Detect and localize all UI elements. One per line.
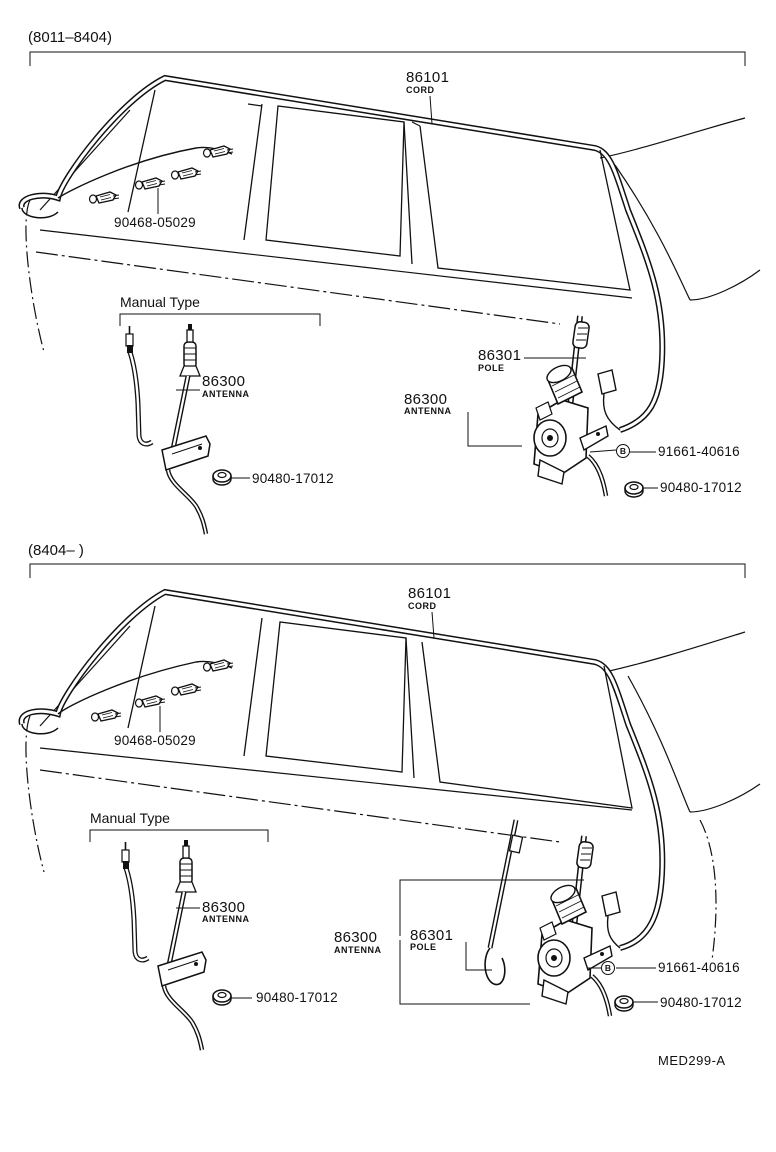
bolt-part-number: 91661-40616 — [658, 444, 740, 459]
bolt-marker: B — [601, 961, 615, 975]
manual-type-title: Manual Type — [120, 294, 200, 310]
pole-name: POLE — [410, 942, 437, 952]
power-nut-part-number: 90480-17012 — [660, 995, 742, 1010]
manual-antenna-part-number: 86300 — [202, 373, 246, 390]
cord-name: CORD — [408, 601, 437, 611]
power-antenna-name: ANTENNA — [404, 406, 452, 416]
diagram-code: MED299-A — [658, 1053, 726, 1068]
manual-nut-part-number: 90480-17012 — [256, 990, 338, 1005]
cord-name: CORD — [406, 85, 435, 95]
pole-part-number: 86301 — [478, 347, 522, 364]
manual-nut-part-number: 90480-17012 — [252, 471, 334, 486]
section-header: (8011–8404) — [28, 29, 112, 46]
clip-part-number: 90468-05029 — [114, 215, 196, 230]
power-antenna-name: ANTENNA — [334, 945, 382, 955]
section-early-drawing — [18, 51, 761, 534]
clip-part-number: 90468-05029 — [114, 733, 196, 748]
power-nut-part-number: 90480-17012 — [660, 480, 742, 495]
manual-antenna-name: ANTENNA — [202, 389, 250, 399]
section-late-drawing — [18, 563, 761, 1050]
bolt-marker: B — [616, 444, 630, 458]
pole-name: POLE — [478, 363, 505, 373]
section-header: (8404– ) — [28, 542, 84, 559]
pole-part-number: 86301 — [410, 927, 454, 944]
manual-type-title: Manual Type — [90, 810, 170, 826]
cord-part-number: 86101 — [408, 585, 452, 602]
bolt-part-number: 91661-40616 — [658, 960, 740, 975]
cord-part-number: 86101 — [406, 69, 450, 86]
power-antenna-part-number: 86300 — [404, 391, 448, 408]
power-antenna-part-number: 86300 — [334, 929, 378, 946]
manual-antenna-name: ANTENNA — [202, 914, 250, 924]
manual-antenna-part-number: 86300 — [202, 899, 246, 916]
